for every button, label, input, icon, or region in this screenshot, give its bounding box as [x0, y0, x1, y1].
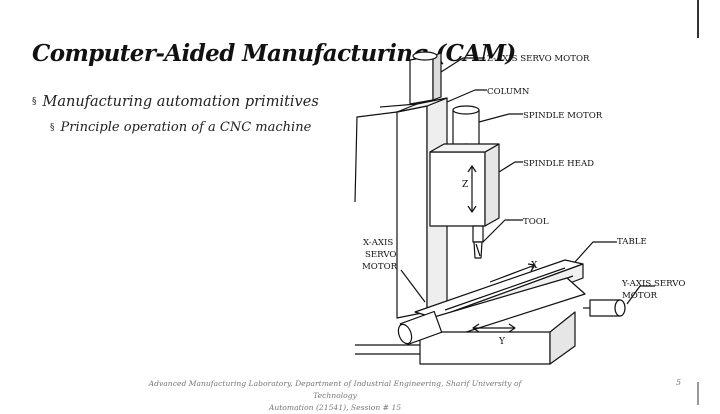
column-shape	[396, 105, 428, 319]
label-z-axis-servo-motor: Z-AXIS SERVO MOTOR	[487, 54, 590, 64]
label-tool: TOOL	[523, 217, 549, 227]
spindle-motor-top	[452, 105, 480, 115]
leader-z-motor	[440, 57, 485, 73]
slide-footer: Advanced Manufacturing Laboratory, Depar…	[140, 378, 530, 414]
y-motor-end	[614, 299, 626, 317]
label-spindle-motor: SPINDLE MOTOR	[523, 111, 603, 121]
z-arrow-head-up	[467, 165, 477, 173]
y-arrow-head-right	[508, 323, 516, 333]
x-axis-arrow	[489, 264, 536, 283]
spindle-head-side	[484, 143, 500, 227]
frame-edge-top	[379, 103, 418, 108]
leader-table	[574, 241, 617, 263]
label-y-axis-line2: MOTOR	[622, 291, 658, 301]
z-motor-cap	[412, 51, 438, 61]
bullet-level-2: § Principle operation of a CNC machine	[50, 120, 311, 135]
slide: Computer-Aided Manufacturing (CAM) §Manu…	[32, 0, 720, 412]
spindle-head-top	[429, 143, 500, 153]
cnc-machine-drawing: Z-AXIS SERVO MOTOR COLUMN SPINDLE MOTOR …	[354, 51, 685, 365]
leader-spindle-motor	[478, 113, 523, 123]
bullet-text: Manufacturing automation primitives	[42, 94, 319, 110]
x-motor-end	[397, 323, 413, 345]
leader-y-motor	[626, 285, 655, 305]
axis-label-y: Y	[498, 337, 506, 347]
label-x-axis-line1: X-AXIS	[363, 238, 393, 248]
frame-edge-left	[354, 111, 398, 203]
label-spindle-head: SPINDLE HEAD	[523, 159, 594, 169]
page-number: 5	[676, 378, 682, 387]
leader-spindle-head	[498, 161, 523, 173]
spindle-head-front	[429, 151, 486, 227]
spindle-motor-body	[452, 109, 480, 149]
bullet-level-1: § Manufacturing automation primitives	[32, 94, 319, 110]
corner-divider-line	[697, 0, 699, 38]
base-front	[419, 331, 551, 365]
bullet-marker-icon: §	[50, 122, 55, 133]
label-x-axis-line3: MOTOR	[362, 262, 398, 272]
cnc-machine-diagram: Z-AXIS SERVO MOTOR COLUMN SPINDLE MOTOR …	[335, 42, 720, 367]
leader-x-motor	[400, 269, 426, 303]
axis-label-x: X	[531, 261, 538, 271]
axis-label-z: Z	[462, 180, 468, 190]
y-arrow-head-left	[472, 323, 480, 333]
label-table: TABLE	[617, 237, 647, 247]
column-top	[396, 97, 448, 113]
z-arrow-head-down	[467, 205, 477, 213]
base-side	[549, 311, 576, 365]
z-motor-body	[409, 55, 434, 105]
z-motor-side	[432, 52, 442, 101]
bullet-text: Principle operation of a CNC machine	[60, 120, 312, 135]
leader-tool	[482, 219, 523, 243]
leader-column	[446, 89, 487, 103]
bullet-marker-icon: §	[32, 97, 37, 107]
label-x-axis-line2: SERVO	[365, 250, 396, 260]
tool-holder	[472, 225, 484, 243]
label-column: COLUMN	[487, 87, 530, 97]
edge-mark	[697, 382, 699, 405]
x-arrow-head	[527, 263, 536, 272]
table-slot-1	[444, 267, 566, 311]
footer-line-2: Automation (21541), Session # 15	[268, 403, 402, 412]
label-y-axis-line1: Y-AXIS SERVO	[621, 279, 685, 289]
footer-line-1: Advanced Manufacturing Laboratory, Depar…	[148, 379, 522, 400]
